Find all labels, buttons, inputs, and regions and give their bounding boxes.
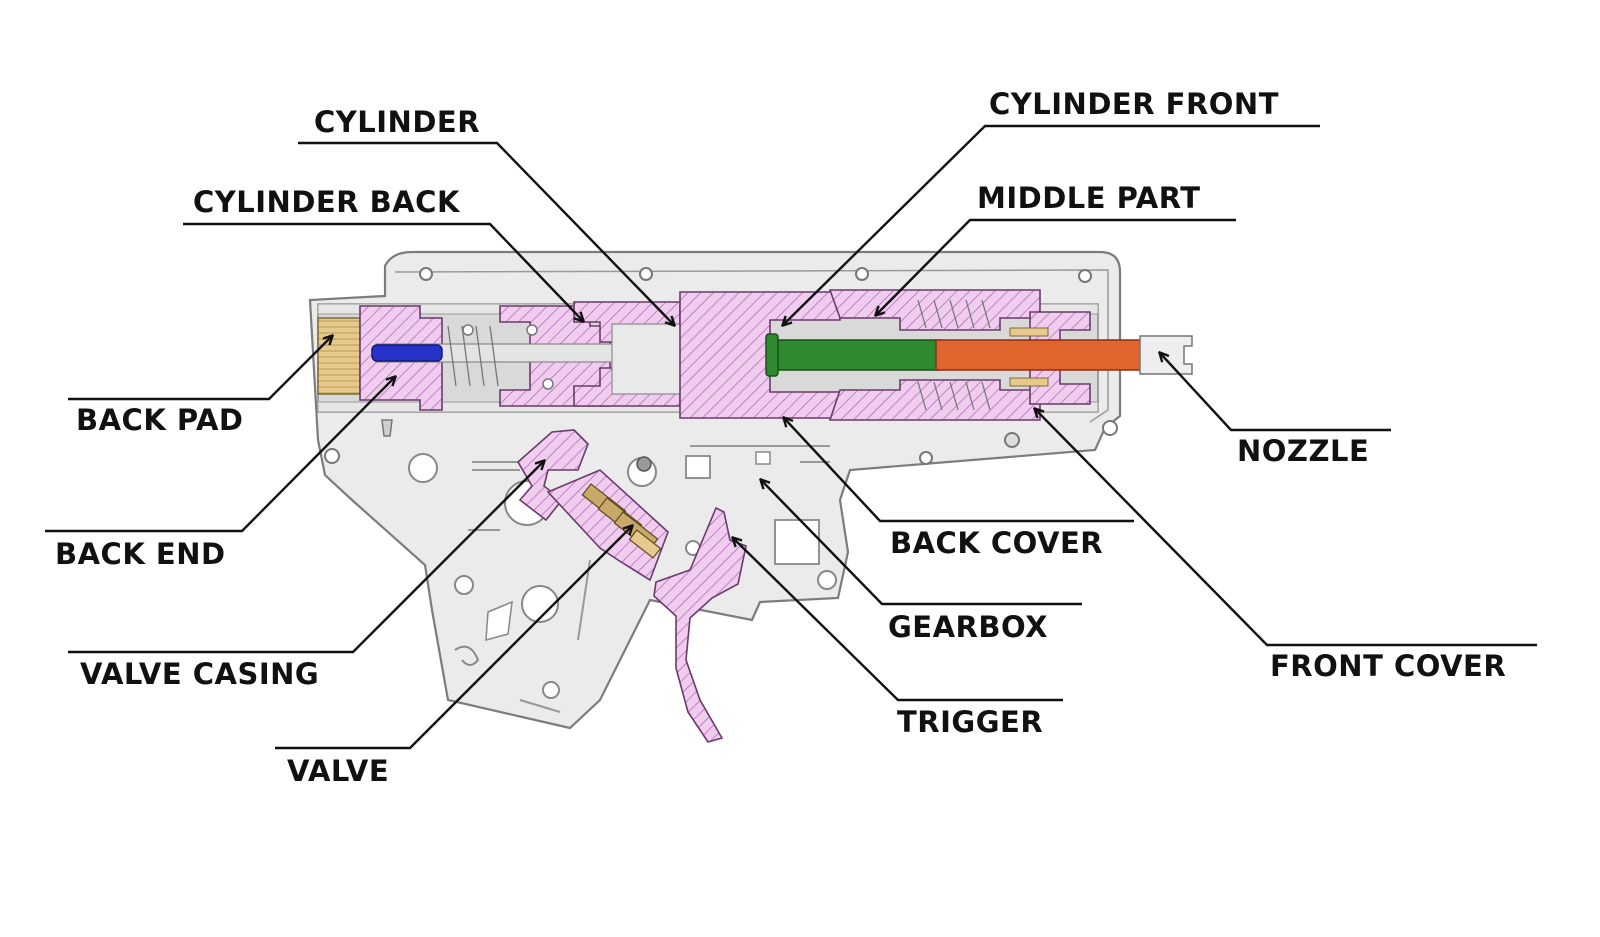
screw-hole bbox=[639, 267, 653, 281]
leader-nozzle bbox=[1160, 353, 1391, 432]
label-nozzle: NOZZLE bbox=[1237, 434, 1370, 468]
leader-cylinder-back bbox=[183, 222, 583, 321]
label-middle-part: MIDDLE PART bbox=[977, 181, 1201, 215]
label-back-cover: BACK COVER bbox=[890, 526, 1104, 560]
leader-cylinder bbox=[298, 141, 674, 325]
screw-hole bbox=[1004, 432, 1020, 448]
trigger-part bbox=[653, 506, 747, 743]
screw-hole bbox=[324, 448, 340, 464]
screw-hole bbox=[1078, 269, 1092, 283]
screw-hole bbox=[454, 575, 474, 595]
screw-hole bbox=[542, 681, 560, 699]
nozzle-tube bbox=[935, 339, 1145, 371]
leader-valve bbox=[275, 526, 632, 750]
label-valve: VALVE bbox=[287, 754, 390, 788]
label-front-cover: FRONT COVER bbox=[1270, 649, 1507, 683]
leader-middle-part bbox=[876, 218, 1236, 315]
label-gearbox: GEARBOX bbox=[888, 610, 1048, 644]
label-trigger: TRIGGER bbox=[897, 705, 1044, 739]
screw-hole bbox=[919, 451, 933, 465]
bearing-hole bbox=[408, 453, 438, 483]
label-cylinder-back: CYLINDER BACK bbox=[193, 185, 460, 219]
leader-valve-casing bbox=[68, 461, 544, 654]
valve-casing-part bbox=[516, 429, 669, 582]
label-valve-casing: VALVE CASING bbox=[80, 657, 320, 691]
screw-hole bbox=[817, 570, 837, 590]
label-back-pad: BACK PAD bbox=[76, 403, 244, 437]
screw-hole bbox=[419, 267, 433, 281]
air-tube bbox=[767, 339, 941, 371]
label-back-end: BACK END bbox=[55, 537, 226, 571]
leader-gearbox bbox=[761, 480, 1082, 606]
label-cylinder: CYLINDER bbox=[314, 105, 481, 139]
screw-hole bbox=[1102, 420, 1118, 436]
leader-lines bbox=[45, 124, 1537, 750]
screw-hole bbox=[855, 267, 869, 281]
bearing-hole bbox=[521, 585, 559, 623]
piston-rod bbox=[371, 344, 443, 362]
label-cylinder-front: CYLINDER FRONT bbox=[989, 87, 1279, 121]
leader-back-cover bbox=[784, 418, 1134, 523]
leader-front-cover bbox=[1035, 409, 1537, 647]
spring bbox=[917, 299, 991, 411]
leader-cylinder-front bbox=[783, 124, 1320, 325]
leader-trigger bbox=[733, 538, 1063, 702]
nozzle-part bbox=[1139, 335, 1193, 375]
leader-back-end bbox=[45, 377, 395, 533]
leader-back-pad bbox=[68, 336, 332, 401]
back-pad-part bbox=[317, 317, 361, 395]
